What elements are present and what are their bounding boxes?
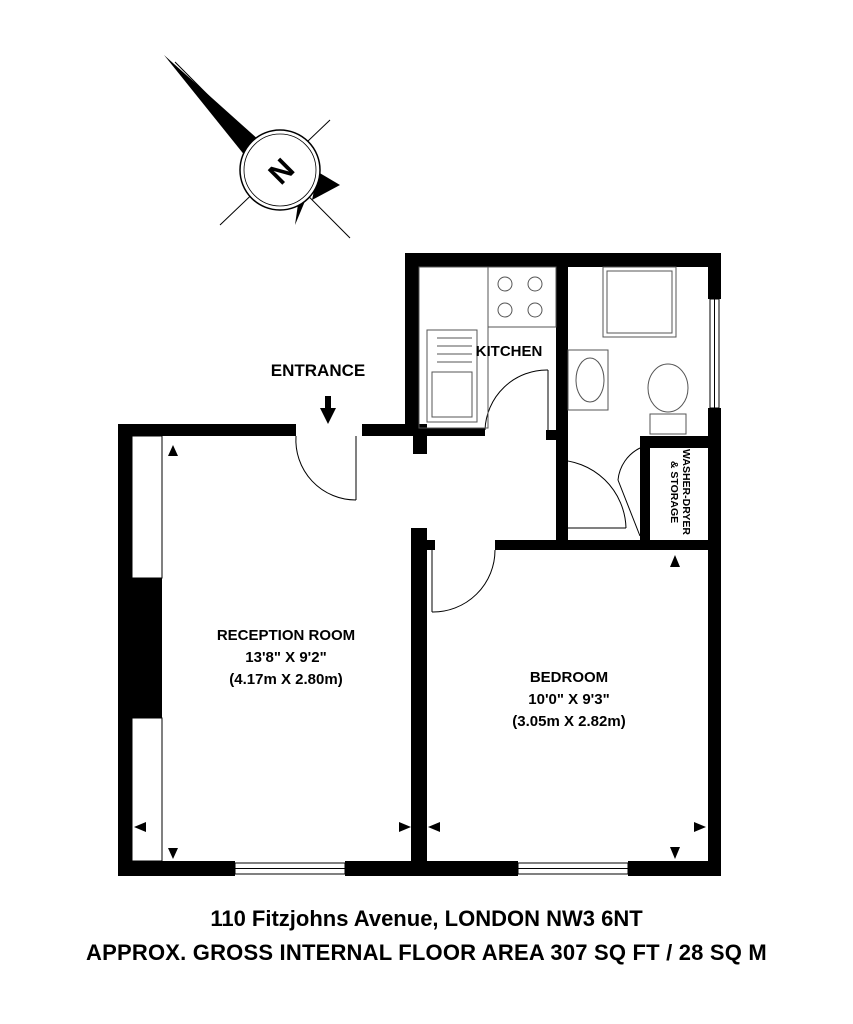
entrance-arrow-icon <box>320 396 336 424</box>
wall-divider-lower <box>411 528 427 876</box>
reception-size-metric: (4.17m X 2.80m) <box>229 671 342 688</box>
wall-divider-cap <box>411 540 435 550</box>
kitchen-worktop <box>418 266 489 429</box>
washer-storage-label: WASHER-DRYER & STORAGE <box>668 449 692 535</box>
wall-bath-bottom <box>640 436 721 448</box>
washer-label-line1: WASHER-DRYER <box>680 449 692 535</box>
hob-ring-4 <box>527 302 543 318</box>
shower-tray-inner <box>606 270 673 334</box>
wall-reception-left <box>118 424 132 876</box>
doors <box>295 369 641 613</box>
reception-name: RECEPTION ROOM <box>217 627 355 644</box>
reception-size-imperial: 13'8" X 9'2" <box>245 649 326 666</box>
compass-ring <box>239 129 321 211</box>
wall-bedroom-bottom-left <box>411 861 518 876</box>
door-kitchen <box>484 369 549 431</box>
window-reception-left-upper <box>131 435 163 579</box>
washer-label-line2: & STORAGE <box>668 461 680 523</box>
dim-arrow-bedroom-right <box>694 822 706 832</box>
wall-right-mid <box>708 408 721 550</box>
hob-ring-1 <box>497 276 513 292</box>
kitchen-label: KITCHEN <box>476 343 543 360</box>
hob-ring-3 <box>497 302 513 318</box>
bathroom-fixtures <box>567 266 689 435</box>
wall-bedroom-right <box>708 540 721 876</box>
toilet-bowl <box>647 363 689 413</box>
compass-needle-north <box>164 55 270 162</box>
kitchen-sink-outer <box>426 329 478 423</box>
dim-arrow-reception-top <box>168 445 178 456</box>
wall-kitchen-bottom <box>419 428 485 436</box>
shower-tray <box>602 266 677 338</box>
bedroom-name: BEDROOM <box>530 669 608 686</box>
bedroom-size-imperial: 10'0" X 9'3" <box>528 691 609 708</box>
washbasin <box>567 349 609 411</box>
floor-area: APPROX. GROSS INTERNAL FLOOR AREA 307 SQ… <box>86 940 767 965</box>
wall-reception-bottom-left <box>118 861 235 876</box>
wall-storage-left <box>640 436 650 550</box>
wall-kitchen-bath <box>556 253 568 530</box>
dimension-arrows <box>134 445 706 859</box>
kitchen-fixtures <box>418 266 557 429</box>
property-address: 110 Fitzjohns Avenue, LONDON NW3 6NT <box>210 906 643 931</box>
chimney-breast <box>132 578 162 718</box>
dim-arrow-reception-right <box>399 822 411 832</box>
wall-bedroom-bottom-right <box>628 861 721 876</box>
wall-kitchen-left <box>405 253 419 436</box>
door-entrance <box>295 435 357 501</box>
washbasin-bowl <box>575 357 605 403</box>
dim-arrow-bedroom-top <box>670 555 680 567</box>
wall-kitchen-door-jamb <box>546 430 558 440</box>
dim-arrow-bedroom-bottom <box>670 847 680 859</box>
windows <box>131 298 720 875</box>
dim-arrow-reception-bottom <box>168 848 178 859</box>
wall-right-upper <box>708 253 721 299</box>
door-bathroom <box>555 459 627 529</box>
dim-arrow-bedroom-left <box>428 822 440 832</box>
compass: N <box>164 55 351 239</box>
wall-reception-top-right <box>362 424 418 436</box>
entrance-label: ENTRANCE <box>271 361 365 380</box>
hob-ring-2 <box>527 276 543 292</box>
hob <box>487 266 557 328</box>
wall-reception-top-left <box>118 424 296 436</box>
kitchen-sink-basin <box>431 371 473 418</box>
door-storage <box>617 447 641 537</box>
bedroom-size-metric: (3.05m X 2.82m) <box>512 713 625 730</box>
door-bedroom <box>431 549 496 613</box>
compass-inner-ring <box>243 133 317 207</box>
window-reception-left-lower <box>131 717 163 862</box>
toilet-cistern <box>649 413 687 435</box>
wall-bedroom-top <box>495 540 721 550</box>
dim-arrow-reception-left <box>134 822 146 832</box>
walls <box>118 253 721 876</box>
